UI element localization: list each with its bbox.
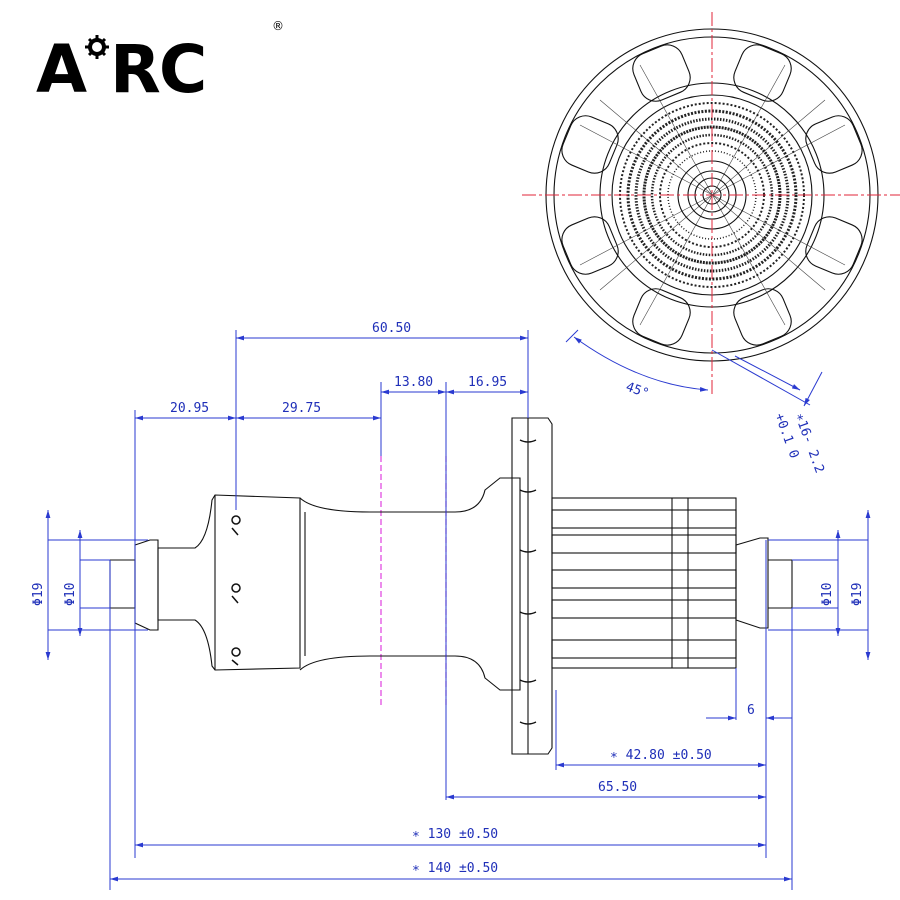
hub-shell bbox=[299, 477, 521, 691]
dim-60-50: 60.50 bbox=[372, 321, 411, 336]
right-flange-slots bbox=[519, 439, 537, 725]
dim-65-50: 65.50 bbox=[598, 780, 637, 795]
logo-letters-rc: RC bbox=[110, 31, 205, 108]
left-end-cap bbox=[109, 559, 136, 609]
dim-42-80: ∗ 42.80 ±0.50 bbox=[610, 748, 712, 763]
right-dia-10: Φ10 bbox=[820, 583, 835, 606]
left-flange bbox=[157, 494, 301, 671]
left-dia-19: Φ19 bbox=[31, 583, 46, 606]
dim-20-95: 20.95 bbox=[170, 401, 209, 416]
brand-logo: A RC ® bbox=[36, 19, 284, 108]
dim-16-95: 16.95 bbox=[468, 375, 507, 390]
hub-end-view: 45° ∗16- 2.2 +0.1 0 bbox=[522, 12, 900, 475]
dim-6: 6 bbox=[747, 703, 755, 718]
dim-13-80: 13.80 bbox=[394, 375, 433, 390]
angle-45-label: 45° bbox=[624, 380, 651, 402]
left-flange-spoke-holes bbox=[231, 515, 241, 666]
registered-mark: ® bbox=[272, 19, 284, 33]
freehub-body bbox=[551, 497, 737, 669]
right-flange bbox=[511, 417, 553, 755]
dimension-lines: 60.50 20.95 29.75 13.80 16.95 Φ19 Φ10 Φ1… bbox=[31, 321, 871, 890]
left-dia-10: Φ10 bbox=[63, 583, 78, 606]
dim-130: ∗ 130 ±0.50 bbox=[412, 827, 498, 842]
hub-side-view bbox=[109, 417, 793, 755]
dim-140: ∗ 140 ±0.50 bbox=[412, 861, 498, 876]
right-dia-19: Φ19 bbox=[850, 583, 865, 606]
logo-gear-icon bbox=[85, 35, 109, 59]
dim-29-75: 29.75 bbox=[282, 401, 321, 416]
right-end-cap bbox=[735, 537, 793, 629]
logo-letter-a: A bbox=[36, 31, 87, 108]
end-view-spoke-windows bbox=[561, 44, 863, 346]
